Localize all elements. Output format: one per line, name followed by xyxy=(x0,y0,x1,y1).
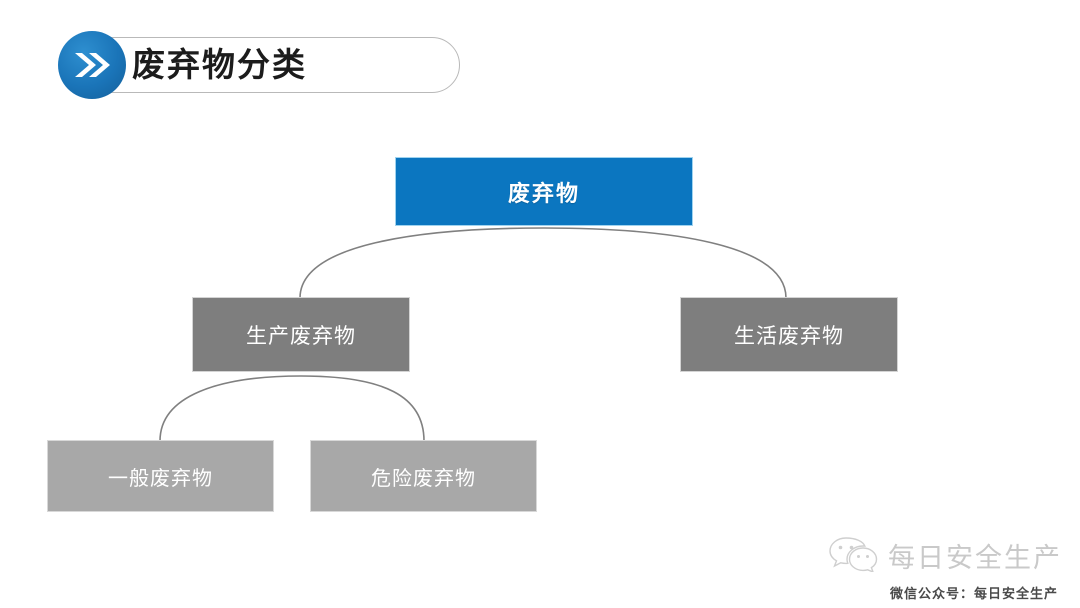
watermark-caption: 微信公众号：每日安全生产 xyxy=(890,587,1059,602)
node-production-waste[interactable]: 生产废弃物 xyxy=(192,297,410,372)
double-chevron-right-icon xyxy=(58,31,126,99)
footer-watermark: 每日安全生产 微信公众号：每日安全生产 xyxy=(826,534,1080,608)
edge-root-to-level2 xyxy=(299,227,787,299)
page-title: 废弃物分类 xyxy=(132,45,307,84)
node-waste-root[interactable]: 废弃物 xyxy=(395,157,693,226)
node-hazardous-waste[interactable]: 危险废弃物 xyxy=(310,440,537,512)
watermark-brand-text: 每日安全生产 xyxy=(888,542,1062,574)
edge-production-to-level3 xyxy=(159,375,425,442)
node-domestic-waste[interactable]: 生活废弃物 xyxy=(680,297,898,372)
title-pill-outline xyxy=(64,37,460,93)
node-general-waste[interactable]: 一般废弃物 xyxy=(47,440,274,512)
watermark-brand-row: 每日安全生产 xyxy=(826,534,1062,576)
wechat-icon xyxy=(826,534,880,576)
